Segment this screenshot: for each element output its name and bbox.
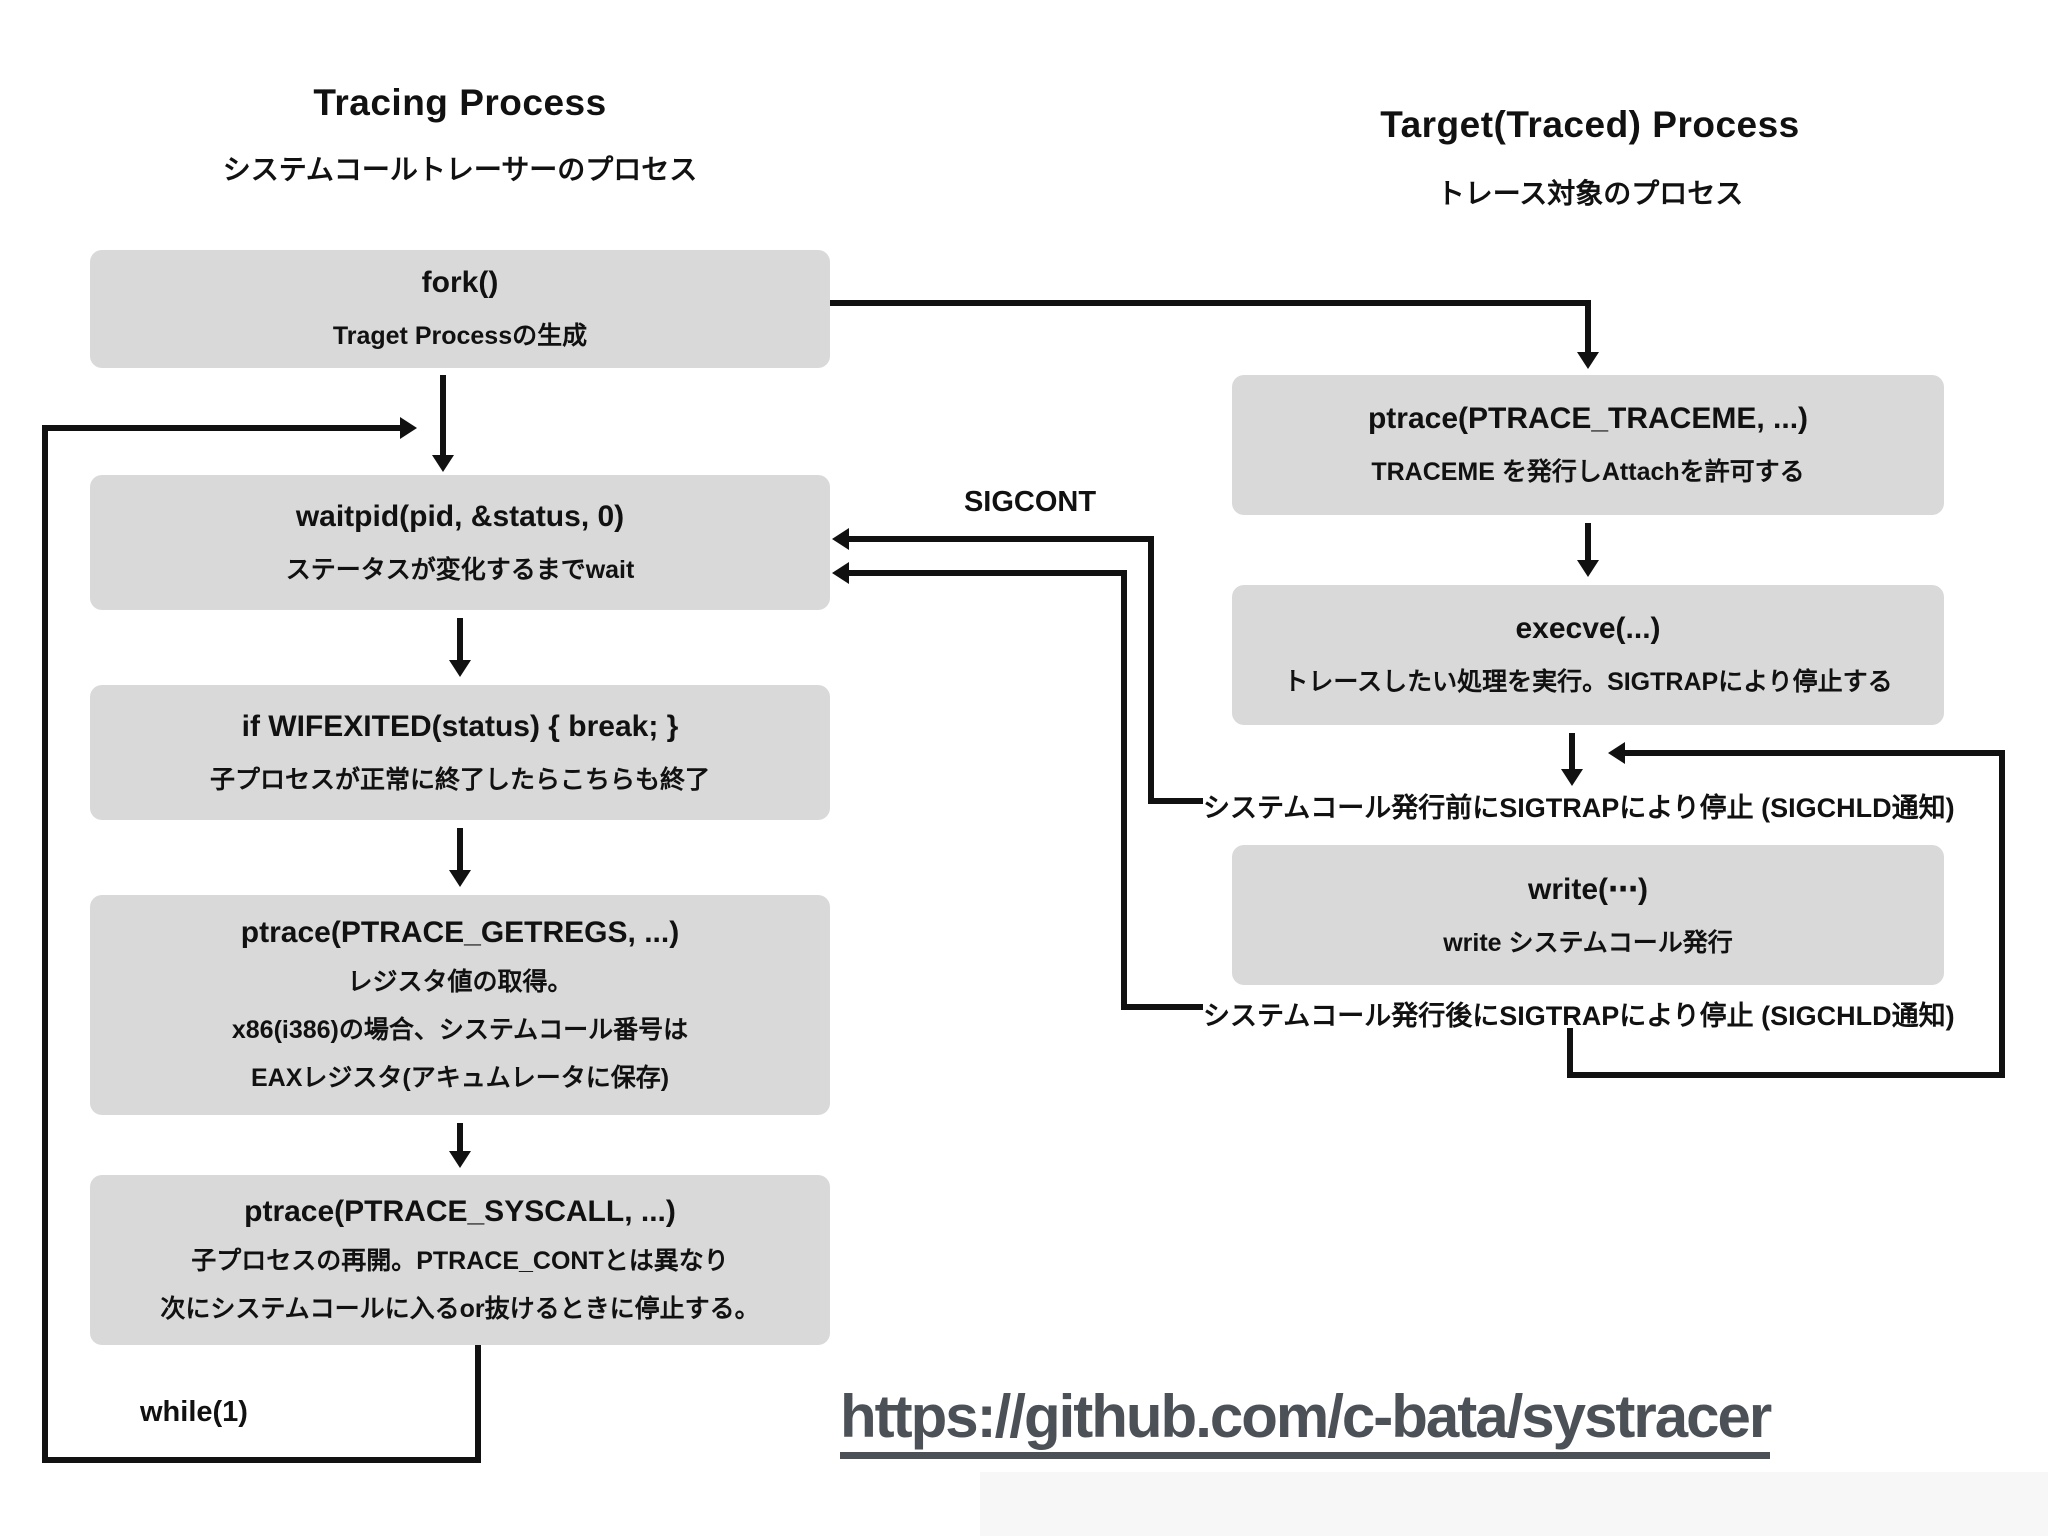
box-execve: execve(...) トレースしたい処理を実行。SIGTRAPにより停止する — [1232, 585, 1944, 725]
box-waitpid: waitpid(pid, &status, 0) ステータスが変化するまでwai… — [90, 475, 830, 610]
box-traceme-title: ptrace(PTRACE_TRACEME, ...) — [1367, 402, 1809, 435]
left-column-subtitle: システムコールトレーサーのプロセス — [222, 154, 698, 185]
note-before-syscall: システムコール発行前にSIGTRAPにより停止 (SIGCHLD通知) — [1203, 793, 1955, 823]
box-getregs-desc-3: EAXレジスタ(アキュムレータに保存) — [250, 1064, 670, 1092]
while-loop-head — [400, 417, 417, 439]
arrow-traceme-to-execve-head — [1577, 560, 1599, 577]
arrow-waitpid-to-wifexited-head — [449, 660, 471, 677]
arrow-fork-to-traceme-vertical — [1585, 300, 1591, 352]
bottom-strip — [980, 1472, 2048, 1536]
sigcont-arrow-1-head — [832, 528, 849, 550]
box-write: write(⋯) write システムコール発行 — [1232, 845, 1944, 985]
note-after-syscall: システムコール発行後にSIGTRAPにより停止 (SIGCHLD通知) — [1203, 1001, 1955, 1031]
box-execve-desc: トレースしたい処理を実行。SIGTRAPにより停止する — [1283, 668, 1893, 696]
arrow-execve-to-note-head — [1561, 769, 1583, 786]
sigcont-arrow-1-horizontal — [849, 536, 1154, 542]
arrow-traceme-to-execve-line — [1585, 523, 1591, 562]
left-column-title: Tracing Process — [313, 82, 607, 123]
box-syscall-desc-2: 次にシステムコールに入るor抜けるときに停止する。 — [160, 1295, 760, 1323]
box-syscall: ptrace(PTRACE_SYSCALL, ...) 子プロセスの再開。PTR… — [90, 1175, 830, 1345]
while-loop-line-up — [42, 428, 48, 1463]
box-syscall-desc-1: 子プロセスの再開。PTRACE_CONTとは異なり — [191, 1247, 729, 1275]
sigcont-label: SIGCONT — [963, 486, 1097, 518]
box-fork-desc: Traget Processの生成 — [332, 322, 588, 350]
arrow-wifexited-to-getregs-line — [457, 828, 463, 872]
arrow-getregs-to-syscall-head — [449, 1151, 471, 1168]
sigcont-arrow-1-vertical — [1148, 536, 1154, 804]
sigcont-arrow-1-stub — [1148, 798, 1203, 804]
right-loop-head — [1608, 742, 1625, 764]
box-traceme-desc: TRACEME を発行しAttachを許可する — [1371, 458, 1805, 486]
right-column-subtitle: トレース対象のプロセス — [1436, 178, 1744, 209]
box-wifexited-title: if WIFEXITED(status) { break; } — [241, 709, 679, 743]
right-loop-line-down — [1567, 1028, 1573, 1078]
arrow-getregs-to-syscall-line — [457, 1123, 463, 1153]
box-getregs-desc-2: x86(i386)の場合、システムコール番号は — [231, 1016, 689, 1044]
sigcont-arrow-2-vertical — [1121, 570, 1127, 1010]
while-loop-line-down — [475, 1345, 481, 1463]
box-execve-title: execve(...) — [1515, 612, 1661, 645]
right-loop-line-bottom — [1567, 1072, 2005, 1078]
box-write-title: write(⋯) — [1528, 872, 1648, 906]
arrow-fork-to-traceme-head — [1577, 352, 1599, 369]
right-loop-line-right — [1999, 750, 2005, 1078]
arrow-fork-to-waitpid-head — [432, 455, 454, 472]
arrow-wifexited-to-getregs-head — [449, 870, 471, 887]
box-fork-title: fork() — [421, 266, 499, 299]
box-getregs-desc-1: レジスタ値の取得。 — [347, 968, 573, 996]
arrow-execve-to-note-line — [1569, 733, 1575, 771]
arrow-waitpid-to-wifexited-line — [457, 618, 463, 662]
right-loop-line-top — [1625, 750, 2005, 756]
box-wifexited-desc: 子プロセスが正常に終了したらこちらも終了 — [209, 765, 710, 794]
while-loop-line-top — [42, 425, 400, 431]
right-column-title: Target(Traced) Process — [1380, 104, 1800, 145]
sigcont-arrow-2-stub — [1121, 1004, 1203, 1010]
box-getregs: ptrace(PTRACE_GETREGS, ...) レジスタ値の取得。 x8… — [90, 895, 830, 1115]
box-waitpid-title: waitpid(pid, &status, 0) — [295, 499, 625, 533]
while-loop-line-bottom — [42, 1457, 481, 1463]
box-getregs-title: ptrace(PTRACE_GETREGS, ...) — [240, 916, 680, 949]
github-link[interactable]: https://github.com/c-bata/systracer — [840, 1382, 1772, 1459]
sigcont-arrow-2-head — [832, 562, 849, 584]
box-waitpid-desc: ステータスが変化するまでwait — [285, 555, 635, 584]
box-syscall-title: ptrace(PTRACE_SYSCALL, ...) — [244, 1195, 676, 1228]
box-traceme: ptrace(PTRACE_TRACEME, ...) TRACEME を発行し… — [1232, 375, 1944, 515]
while-label: while(1) — [140, 1396, 248, 1428]
box-wifexited: if WIFEXITED(status) { break; } 子プロセスが正常… — [90, 685, 830, 820]
box-fork: fork() Traget Processの生成 — [90, 250, 830, 368]
arrow-fork-to-traceme-horizontal — [830, 300, 1591, 306]
sigcont-arrow-2-horizontal — [849, 570, 1127, 576]
arrow-fork-to-waitpid-line — [440, 375, 446, 455]
box-write-desc: write システムコール発行 — [1443, 928, 1733, 957]
